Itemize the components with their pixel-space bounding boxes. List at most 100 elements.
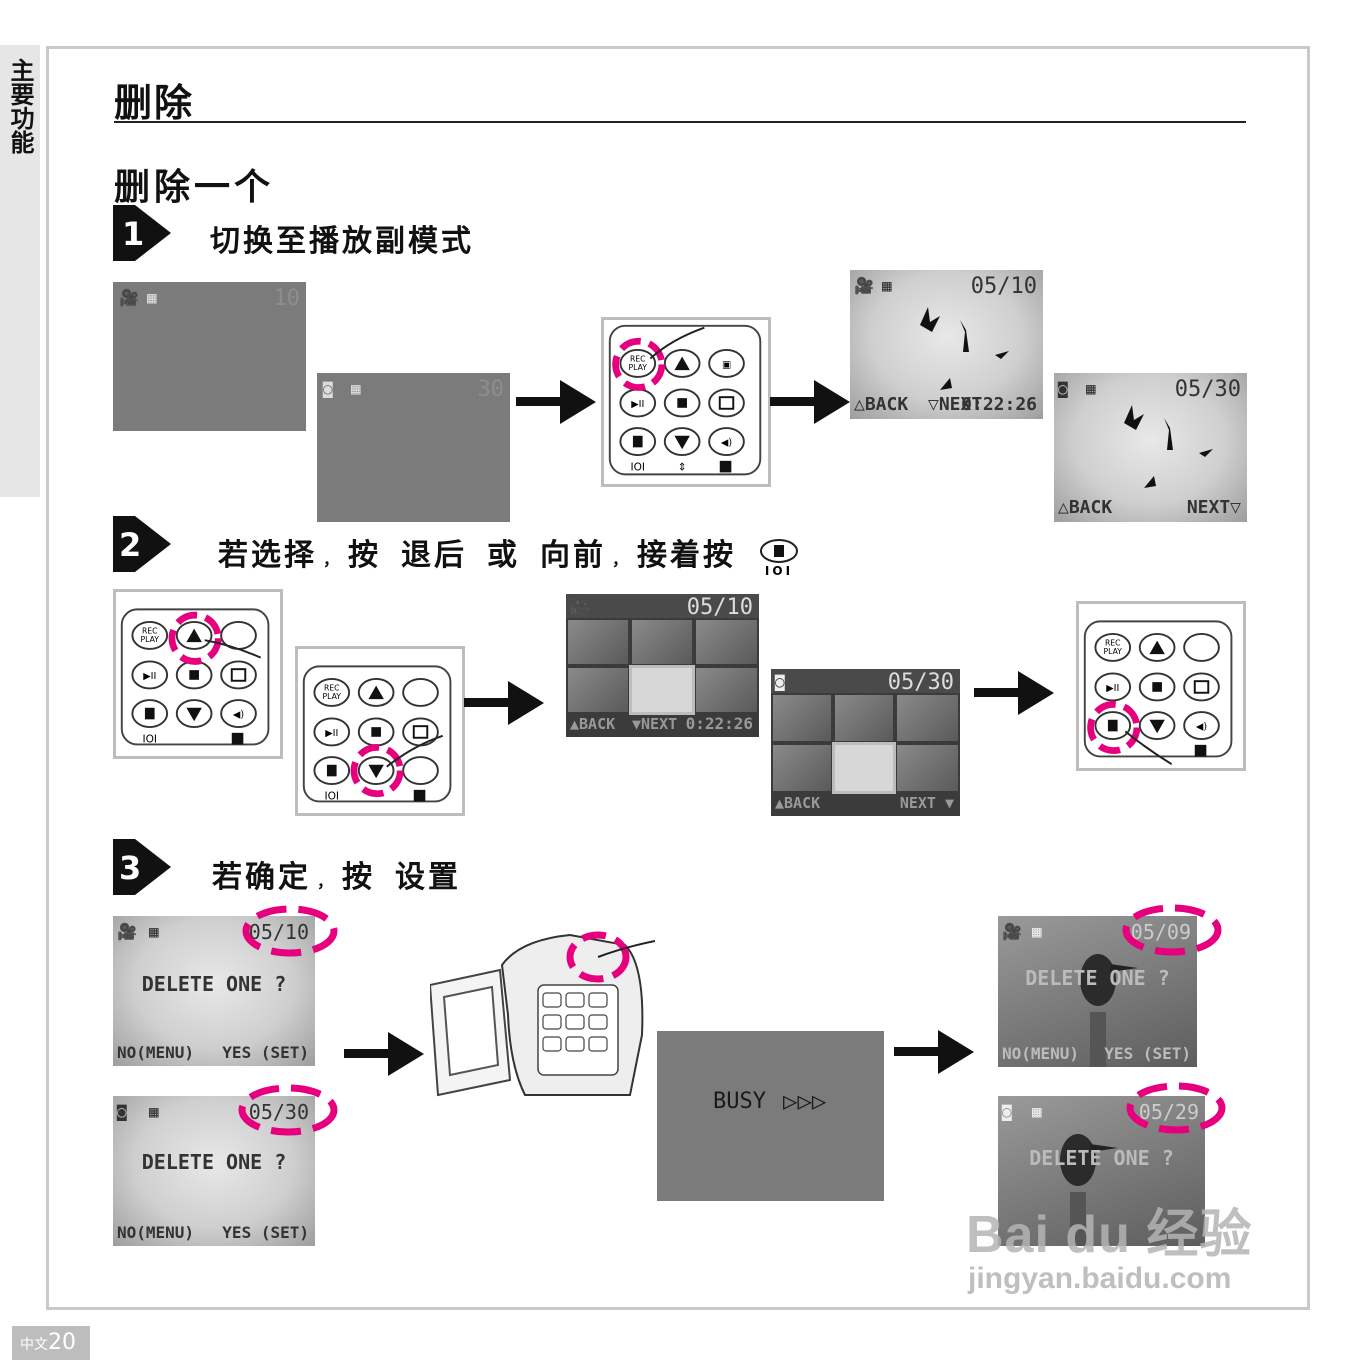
photo-count: 05/29 xyxy=(1138,1100,1199,1124)
photo-blank-screen: ◙ ▦ 30 xyxy=(317,373,510,522)
page-number-badge: 中文20 xyxy=(12,1326,90,1360)
step-1-flag: 1 xyxy=(113,205,171,261)
rec-label: REC xyxy=(324,683,340,692)
svg-text:IOI: IOI xyxy=(142,732,157,745)
baidu-watermark: Bai du 经验 xyxy=(966,1206,1253,1264)
svg-text:▣: ▣ xyxy=(722,359,731,370)
busy-progress-arrows: ▷▷▷ xyxy=(783,1087,827,1115)
page-frame xyxy=(46,46,1310,1310)
highlight-circle xyxy=(1122,904,1222,956)
video-camera-icon: 🎥 xyxy=(854,276,874,295)
selected-thumbnail xyxy=(832,742,896,794)
play-label: PLAY xyxy=(1104,647,1123,656)
camera-icon: ◙ xyxy=(1058,379,1068,398)
side-tab-label: 主要功能 xyxy=(6,58,34,154)
highlight-circle xyxy=(242,905,338,957)
photo-count: 05/30 xyxy=(1174,377,1241,402)
step-2-sep: ， xyxy=(612,550,632,569)
trash-icon: IOI xyxy=(760,538,799,577)
watermark-url: jingyan.baidu.com xyxy=(968,1262,1232,1295)
step-2-text: 若选择，按退后或向前，接着按 IOI xyxy=(218,530,801,577)
rec-label: REC xyxy=(630,354,646,363)
rec-label: REC xyxy=(1105,638,1121,647)
keypad-rec-play-press: REC PLAY ▣ ▶II ◀) IOI⇕ xyxy=(601,317,771,487)
yes-set-option: YES (SET) xyxy=(1104,1044,1191,1063)
video-camera-icon: 🎥 xyxy=(119,288,139,307)
step-3-part: 按 xyxy=(342,860,376,895)
svg-text:▶II: ▶II xyxy=(325,728,338,739)
delete-prompt: DELETE ONE ? xyxy=(1029,1146,1174,1170)
video-blank-screen: 🎥 ▦ 10 xyxy=(113,282,306,431)
playback-time: 0:22:26 xyxy=(961,394,1037,415)
no-menu-option: NO(MENU) xyxy=(117,1223,195,1242)
birds-illustration xyxy=(1124,405,1213,488)
video-count: 05/10 xyxy=(248,920,309,944)
thumbnail-grid-icon: ▦ xyxy=(1032,1102,1042,1121)
thumbnail-grid-icon: ▦ xyxy=(147,288,157,307)
flow-arrow xyxy=(516,380,596,424)
video-playback-screen: 🎥 ▦ 05/10 △BACK ▽NEXT 0:22:26 xyxy=(850,270,1043,419)
photo-thumbnail-screen: ◙ 05/30 ▲BACK NEXT ▼ xyxy=(771,669,960,816)
next-hint: ▽NEXT xyxy=(928,394,983,415)
flow-arrow xyxy=(894,1030,974,1074)
video-count: 05/10 xyxy=(686,595,753,620)
thumbnail-grid-icon: ▦ xyxy=(1086,379,1096,398)
thumbnail-grid-icon: ▦ xyxy=(149,922,159,941)
back-hint: △BACK xyxy=(854,394,909,415)
step-2-part: 退后 xyxy=(401,538,468,573)
result-photo-screen: ◙ ▦ 05/29 DELETE ONE ? xyxy=(998,1096,1205,1246)
thumbnail-grid-icon: ▦ xyxy=(1032,922,1042,941)
result-video-screen: 🎥 ▦ 05/09 DELETE ONE ? NO(MENU) YES (SET… xyxy=(998,916,1197,1067)
camera-icon: ◙ xyxy=(775,672,785,691)
photo-playback-screen: ◙ ▦ 05/30 △BACK NEXT▽ xyxy=(1054,373,1247,522)
next-hint: NEXT ▼ xyxy=(899,794,954,812)
back-hint: ▲BACK xyxy=(775,794,821,812)
svg-text:◀): ◀) xyxy=(721,437,732,448)
step-2-part: 若选择 xyxy=(218,538,317,573)
video-thumbnail-screen: 🎥 05/10 ▲BACK ▼NEXT 0:22:26 xyxy=(566,594,759,737)
page-title: 删除 xyxy=(114,81,195,125)
step-3-sep: ， xyxy=(317,872,337,891)
svg-text:◀): ◀) xyxy=(233,709,244,720)
flow-arrow xyxy=(974,671,1054,715)
svg-text:▶II: ▶II xyxy=(631,399,644,410)
step-1-text: 切换至播放副模式 xyxy=(210,224,474,259)
photo-count: 05/30 xyxy=(887,670,954,695)
svg-text:▶II: ▶II xyxy=(1106,683,1119,694)
section-title: 删除一个 xyxy=(114,167,275,208)
play-label: PLAY xyxy=(141,635,160,644)
svg-text:⇕: ⇕ xyxy=(678,460,687,473)
back-hint: ▲BACK xyxy=(570,715,616,733)
selected-thumbnail xyxy=(629,665,695,715)
delete-prompt: DELETE ONE ? xyxy=(141,1150,287,1174)
camera-icon: ◙ xyxy=(1002,1102,1012,1121)
busy-text: BUSY xyxy=(713,1089,766,1114)
step-2-part: 向前 xyxy=(540,538,607,573)
delete-prompt: DELETE ONE ? xyxy=(141,972,287,996)
yes-set-option: YES (SET) xyxy=(222,1223,309,1242)
keypad-up-press: REC PLAY ▶II ◀) IOI xyxy=(113,589,283,759)
page-badge-number: 20 xyxy=(48,1330,76,1355)
step-2-flag: 2 xyxy=(113,516,171,572)
camera-icon: ◙ xyxy=(323,379,333,398)
busy-screen: BUSY ▷▷▷ xyxy=(657,1031,884,1201)
svg-text:IOI: IOI xyxy=(765,564,793,577)
video-camera-icon: 🎥 xyxy=(117,922,137,941)
highlight-circle xyxy=(238,1084,338,1136)
no-menu-option: NO(MENU) xyxy=(1002,1044,1080,1063)
next-hint: NEXT▽ xyxy=(1186,497,1241,518)
keypad-trash-press: REC PLAY ▶II ◀) xyxy=(1076,601,1246,771)
flow-arrow xyxy=(770,380,850,424)
step-3-flag: 3 xyxy=(113,839,171,895)
rec-label: REC xyxy=(142,626,158,635)
video-count: 05/09 xyxy=(1130,920,1191,944)
photo-count: 30 xyxy=(477,377,505,402)
kingfisher-illustration xyxy=(1060,1134,1118,1246)
step-1-number: 1 xyxy=(122,215,144,253)
photo-count: 05/30 xyxy=(248,1100,309,1124)
camcorder-illustration xyxy=(430,931,655,1097)
flow-arrow xyxy=(464,681,544,725)
step-3-text: 若确定，按设置 xyxy=(212,852,461,896)
svg-text:◀): ◀) xyxy=(1196,721,1207,732)
page-badge-prefix: 中文 xyxy=(20,1337,48,1353)
